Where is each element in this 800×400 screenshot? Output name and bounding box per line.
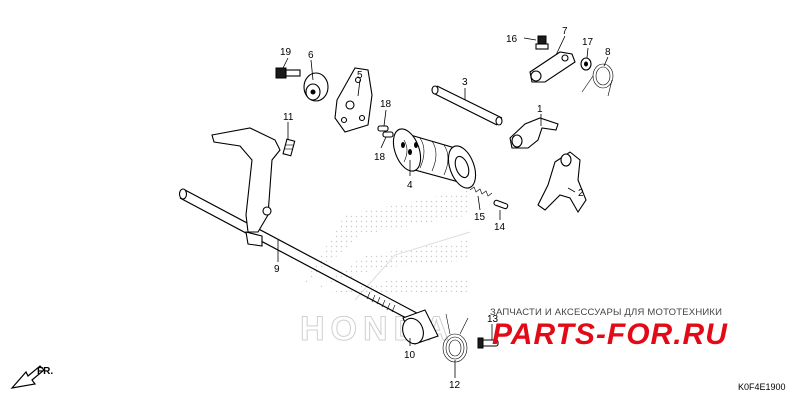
callout-15: 15: [474, 212, 486, 223]
stopper-arm-plate: [334, 67, 373, 133]
callout-6: 6: [308, 50, 314, 61]
return-spring: [442, 313, 469, 363]
honda-wing-watermark: [300, 190, 471, 301]
bolt-16: [535, 35, 549, 50]
callout-16: 16: [506, 34, 518, 45]
callout-10: 10: [404, 350, 416, 361]
callout-12: 12: [449, 380, 461, 391]
stopper-spring: [581, 63, 614, 97]
leader-lines: [277, 35, 609, 378]
arm-pin: [282, 138, 296, 157]
pin-13: [477, 337, 499, 349]
front-arrow-label: FR.: [37, 366, 53, 377]
diagram-code: K0F4E1900: [738, 382, 786, 392]
callout-5: 5: [357, 70, 363, 81]
callout-1: 1: [537, 104, 543, 115]
washer-17: [580, 57, 592, 71]
callout-13: 13: [487, 314, 499, 325]
shop-watermark-caption: ЗАПЧАСТИ И АКСЕССУАРЫ ДЛЯ МОТОТЕХНИКИ: [490, 307, 723, 318]
front-direction-arrow: [10, 365, 45, 389]
callout-3: 3: [462, 77, 468, 88]
callout-14: 14: [494, 222, 506, 233]
shop-watermark-logo: PARTS-FOR.RU: [492, 318, 728, 351]
shift-fork-2: [537, 151, 587, 214]
callout-17: 17: [582, 37, 594, 48]
callout-9: 9: [274, 264, 280, 275]
callout-2: 2: [578, 188, 584, 199]
fork-shaft: [431, 85, 503, 126]
callout-11: 11: [283, 112, 294, 123]
drum-center-plate: [303, 72, 329, 102]
shift-drum: [392, 128, 477, 189]
callouts: 1 2 3 4 5 6 7 8 9 10 11 12 13 14 15 16 1…: [274, 26, 611, 391]
shift-fork-1: [509, 117, 559, 149]
callout-7: 7: [562, 26, 568, 37]
collar: [402, 309, 439, 345]
pin-14: [493, 199, 509, 210]
gearshift-spindle: [178, 127, 431, 329]
callout-4: 4: [407, 180, 413, 191]
callout-8: 8: [605, 47, 611, 58]
dowel-pins: [377, 125, 394, 138]
callout-18-upper: 18: [380, 99, 392, 110]
bolt-19: [275, 67, 301, 79]
callout-18-lower: 18: [374, 152, 386, 163]
stopper-arm: [529, 51, 576, 83]
callout-19: 19: [280, 47, 292, 58]
drum-spring: [469, 186, 493, 197]
